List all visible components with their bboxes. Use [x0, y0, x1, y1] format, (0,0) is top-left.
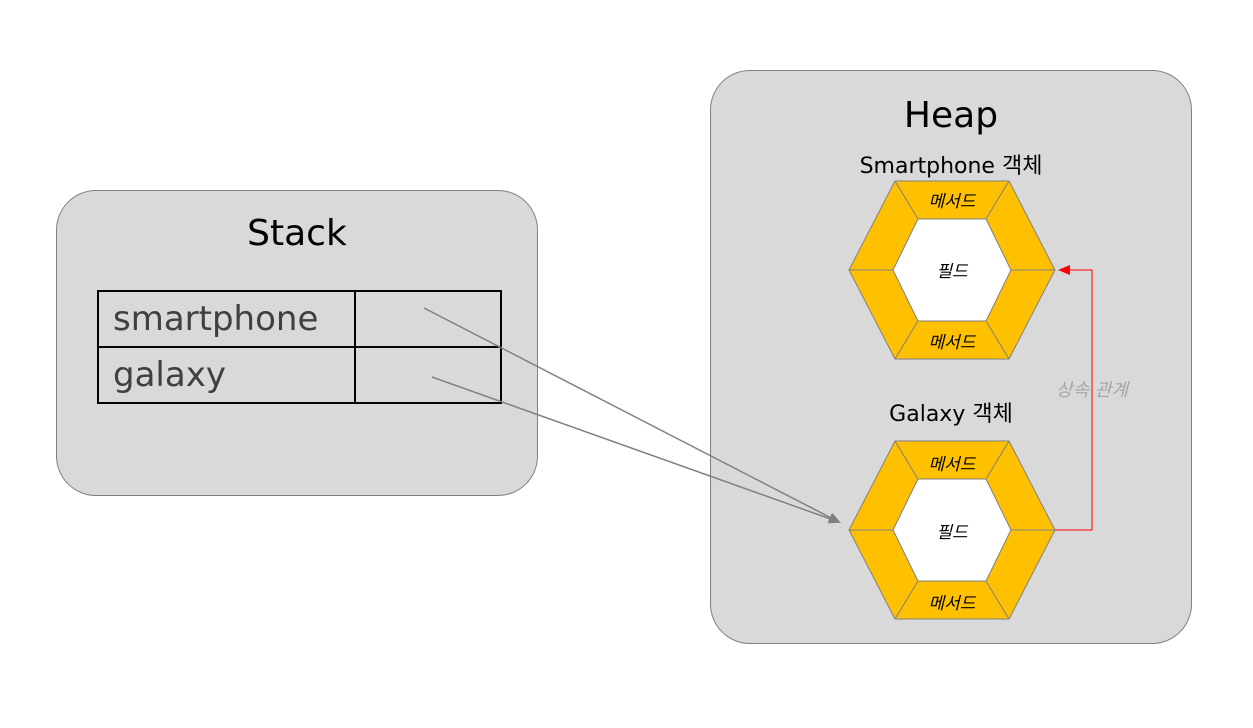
table-row: galaxy — [97, 346, 502, 404]
smartphone-method-bottom: 메서드 — [929, 333, 977, 353]
variable-name-galaxy: galaxy — [97, 346, 356, 404]
galaxy-reference-arrow — [431, 376, 841, 524]
smartphone-object-hexagon: 메서드 필드 메서드 — [848, 180, 1056, 360]
galaxy-object-label: Galaxy 객체 — [889, 402, 1013, 427]
table-row: smartphone — [97, 290, 502, 348]
galaxy-field: 필드 — [936, 523, 969, 543]
inheritance-label: 상속 관계 — [1056, 380, 1128, 401]
smartphone-object-label: Smartphone 객체 — [859, 154, 1043, 179]
stack-variable-table: smartphone galaxy — [97, 290, 502, 404]
variable-name-smartphone: smartphone — [97, 290, 356, 348]
galaxy-method-top: 메서드 — [929, 455, 977, 475]
smartphone-method-top: 메서드 — [929, 192, 977, 212]
inheritance-arrow — [1055, 265, 1093, 531]
smartphone-field: 필드 — [936, 262, 969, 282]
variable-reference-cell — [354, 346, 502, 404]
heap-title: Heap — [903, 95, 999, 136]
variable-reference-cell — [354, 290, 502, 348]
galaxy-object-hexagon: 메서드 필드 메서드 — [848, 440, 1056, 620]
smartphone-reference-arrow — [423, 307, 841, 523]
stack-title: Stack — [247, 213, 347, 254]
stack-panel: Stack smartphone galaxy — [56, 190, 538, 496]
galaxy-method-bottom: 메서드 — [929, 594, 977, 614]
